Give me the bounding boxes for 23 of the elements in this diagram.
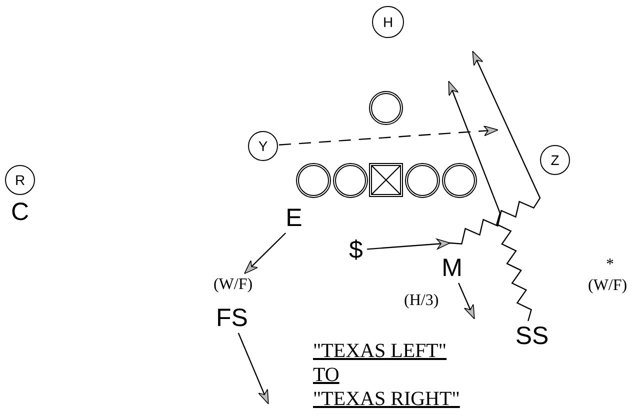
zone-label: (H/3) bbox=[404, 292, 439, 310]
player-circle: Y bbox=[248, 131, 278, 161]
player-letter: C bbox=[9, 199, 31, 225]
player-letter: E bbox=[283, 205, 305, 231]
zone-label: (W/F) bbox=[588, 277, 628, 295]
lineman-circle bbox=[442, 162, 476, 198]
play-call-text: "TEXAS RIGHT" bbox=[313, 388, 460, 411]
player-circle: R bbox=[5, 165, 35, 195]
player-circle bbox=[369, 91, 403, 125]
player-circle: H bbox=[372, 6, 404, 38]
zone-label: (W/F) bbox=[207, 275, 259, 295]
player-letter: M bbox=[439, 255, 465, 281]
player-letter: FS bbox=[212, 305, 252, 331]
asterisk-mark: * bbox=[606, 256, 614, 274]
lineman-circle bbox=[296, 162, 330, 198]
player-circle: Z bbox=[540, 145, 570, 175]
play-call-text: "TEXAS LEFT" bbox=[313, 340, 447, 363]
lineman-circle bbox=[332, 162, 368, 198]
play-call-text: TO bbox=[313, 364, 340, 387]
player-letter: $ bbox=[347, 236, 365, 264]
center-box bbox=[369, 163, 403, 197]
lineman-circle bbox=[404, 162, 440, 198]
player-letter: SS bbox=[512, 323, 552, 349]
